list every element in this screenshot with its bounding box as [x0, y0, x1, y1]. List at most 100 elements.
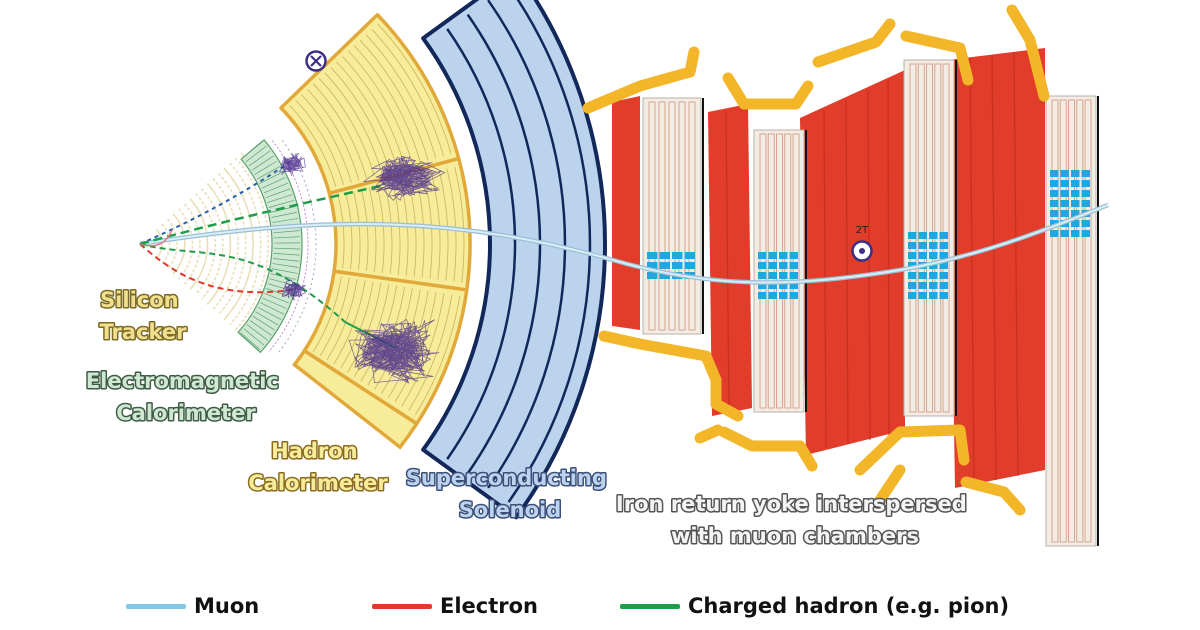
drift-tube-column	[767, 133, 775, 409]
muon-hit-cell	[789, 252, 798, 259]
dot-circle-icon	[851, 240, 873, 262]
muon-hit-cell	[758, 262, 767, 269]
ecal-crystal	[271, 268, 298, 274]
muon-hit-cell	[768, 292, 777, 299]
hcal-plate	[336, 61, 398, 170]
ecal-crystal	[262, 297, 287, 309]
hadron-shower-upper	[362, 155, 446, 201]
hcal-plate	[301, 94, 352, 183]
ecal-crystal	[271, 212, 297, 218]
ecal-preshower	[278, 140, 317, 353]
muon-hit-cell	[789, 262, 798, 269]
iron-return-yoke	[612, 48, 1045, 488]
muon-hit-cell	[1060, 200, 1069, 207]
muon-hit-cell	[758, 292, 767, 299]
hcal-plate	[319, 277, 350, 356]
muon-hit-cell	[779, 292, 788, 299]
ecal-crystal	[242, 140, 263, 159]
tracker-layer	[212, 177, 239, 311]
solenoid-winding	[507, 0, 592, 503]
hcal-plate	[333, 280, 366, 365]
tracker-layer	[234, 157, 270, 331]
drift-tube-column	[1051, 99, 1059, 543]
solenoid-winding	[487, 0, 567, 489]
muon-hit-cell	[939, 292, 948, 299]
ecal-crystal	[266, 288, 292, 298]
em-shower-upper	[278, 152, 306, 177]
hcal-plate	[365, 34, 437, 159]
muon-hit-cell	[1050, 190, 1059, 197]
muon-hit-cell	[1071, 230, 1080, 237]
muon-hit-cell	[1060, 170, 1069, 177]
muon-chamber	[753, 129, 807, 413]
hcal-plate	[359, 39, 429, 161]
muon-hit-cell	[1050, 210, 1059, 217]
cross-circle-icon	[305, 50, 327, 72]
muon-hit-cell	[939, 252, 948, 259]
shower-core	[285, 284, 303, 296]
hcal-plate	[326, 279, 358, 361]
drift-tube-column	[1084, 99, 1092, 543]
muon-hit-cell	[779, 272, 788, 279]
charged-hadron-track	[139, 243, 346, 323]
muon-hit-cell	[918, 242, 927, 249]
legend-label-hadron: Charged hadron (e.g. pion)	[688, 594, 1010, 618]
muon-hit-cell	[1060, 210, 1069, 217]
drift-tube-column	[648, 101, 656, 331]
shower-core	[282, 157, 302, 171]
muon-hit-cell	[929, 282, 938, 289]
energy-deposits	[278, 152, 446, 384]
muon-hit-cell	[1050, 230, 1059, 237]
muon-track	[139, 204, 1109, 284]
drift-tube-column	[668, 101, 676, 331]
muon-hit-cell	[672, 262, 683, 269]
ecal-crystal	[270, 273, 297, 280]
hcal-label: Hadron Calorimeter	[248, 439, 388, 495]
legend-label-muon: Muon	[194, 594, 260, 618]
hcal-plate	[318, 77, 375, 177]
ecal-crystal	[272, 263, 299, 268]
muon-hit-cell	[779, 252, 788, 259]
hcal-plate	[307, 88, 360, 181]
muon-hit-cell	[768, 252, 777, 259]
iron-slab-2	[708, 104, 752, 416]
hcal-plate	[342, 56, 406, 168]
ecal-crystal	[273, 236, 300, 239]
hcal-wedge	[279, 13, 461, 196]
hcal-plate	[377, 23, 452, 154]
muon-hit-cell	[918, 282, 927, 289]
tracker-layer	[155, 228, 163, 260]
hcal-plate	[454, 166, 465, 283]
ecal-crystal	[260, 302, 284, 315]
ecal-crystal	[252, 315, 275, 331]
iron-slab-1	[612, 96, 640, 330]
muon-hit-cell	[789, 282, 798, 289]
ecal-crystal	[251, 155, 274, 171]
hcal-plate	[371, 29, 444, 156]
muon-hit-cell	[1060, 230, 1069, 237]
chamber-frame	[1045, 95, 1097, 547]
shower-scribble	[348, 318, 440, 384]
ecal-crystal	[269, 278, 295, 286]
muon-hit-cell	[758, 272, 767, 279]
ecal-crystal	[265, 188, 291, 199]
hcal-plate	[348, 50, 414, 165]
shower-core	[379, 165, 431, 191]
muon-hit-cell	[929, 252, 938, 259]
muon-hit-cell	[1050, 220, 1059, 227]
hcal-plate	[353, 45, 421, 163]
neutral-hadron-track	[139, 184, 381, 246]
tracker-layer	[161, 223, 171, 265]
hcal-plate	[340, 281, 374, 369]
muon-hit-cell	[939, 262, 948, 269]
muon-hit-cell	[1081, 180, 1090, 187]
muon-hit-cell	[939, 272, 948, 279]
muon-hit-cell	[929, 242, 938, 249]
hcal-plate	[295, 99, 344, 186]
drift-tube-column	[784, 133, 792, 409]
hcal-plate	[376, 185, 385, 273]
muon-hit-cell	[908, 272, 917, 279]
muon-chamber	[642, 97, 704, 335]
tracker-layer	[189, 198, 209, 290]
ecal-crystal	[243, 328, 265, 346]
